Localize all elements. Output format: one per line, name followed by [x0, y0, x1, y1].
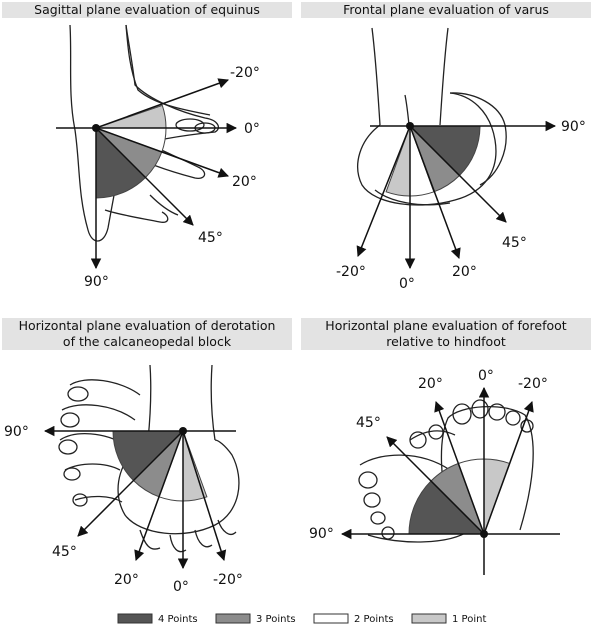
legend-swatch-3-points: [215, 613, 251, 624]
legend: 4 Points 3 Points 2 Points 1 Point: [117, 613, 486, 625]
arrow-minus-20-frontal: [356, 125, 411, 257]
arrow-20: [95, 127, 229, 178]
legend-label-4-points: 4 Points: [158, 614, 198, 625]
label-0-frontal: 0°: [399, 276, 415, 292]
label-0-derotation: 0°: [173, 579, 189, 595]
arrow-minus-20: [95, 78, 229, 129]
label-45-frontal: 45°: [502, 235, 527, 251]
pivot-point: [92, 124, 100, 132]
label-90: 90°: [84, 274, 109, 290]
legend-swatch-4-points: [117, 613, 153, 624]
panel-title-frontal: Frontal plane evaluation of varus: [301, 2, 591, 18]
panel-forefoot: 20° 0° -20° 45° 90°: [309, 368, 560, 575]
legend-label-3-points: 3 Points: [256, 614, 296, 625]
foot-illustration-derotation: [58, 364, 240, 553]
arrow-45-forefoot: [386, 436, 485, 535]
pivot-point-forefoot: [480, 530, 488, 538]
arrow-20-frontal: [409, 125, 461, 259]
label-90-forefoot: 90°: [309, 526, 334, 542]
arrow-45: [95, 127, 194, 226]
panel-frontal: 90° 45° 20° 0° -20°: [336, 27, 586, 292]
foot-illustration-forefoot: [358, 399, 534, 543]
label-minus-20-frontal: -20°: [336, 264, 366, 280]
label-45-derotation: 45°: [52, 544, 77, 560]
panel-sagittal: -20° 0° 20° 45° 90°: [56, 24, 260, 290]
panel-title-derotation-line1: Horizontal plane evaluation of derotatio…: [18, 318, 276, 333]
legend-swatch-1-point: [411, 613, 447, 624]
label-90-derotation: 90°: [4, 424, 29, 440]
sector-4-points-forefoot: [408, 480, 486, 535]
panel-title-forefoot-line2: relative to hindfoot: [386, 334, 506, 349]
panel-title-sagittal-text: Sagittal plane evaluation of equinus: [34, 2, 260, 17]
label-0: 0°: [244, 121, 260, 137]
label-0-forefoot: 0°: [478, 368, 494, 384]
panel-title-frontal-text: Frontal plane evaluation of varus: [343, 2, 549, 17]
label-45-forefoot: 45°: [356, 415, 381, 431]
label-45: 45°: [198, 230, 223, 246]
label-90-frontal: 90°: [561, 119, 586, 135]
arrow-20-forefoot: [434, 401, 485, 535]
label-20-frontal: 20°: [452, 264, 477, 280]
arrow-45-frontal: [409, 125, 507, 223]
arrow-minus-20-forefoot: [483, 401, 534, 535]
panel-title-derotation-line2: of the calcaneopedal block: [62, 334, 232, 349]
pivot-point-derotation: [179, 427, 187, 435]
label-20: 20°: [232, 174, 257, 190]
label-20-forefoot: 20°: [418, 376, 443, 392]
panel-title-forefoot-line1: Horizontal plane evaluation of forefoot: [325, 318, 567, 333]
arrow-20-derotation: [134, 430, 184, 561]
arrow-minus-20-derotation: [182, 430, 227, 562]
panel-derotation: 90° 45° 20° 0° -20°: [4, 364, 243, 595]
legend-label-2-points: 2 Points: [354, 614, 394, 625]
label-minus-20-derotation: -20°: [213, 572, 243, 588]
panel-title-derotation: Horizontal plane evaluation of derotatio…: [2, 318, 292, 350]
label-minus-20: -20°: [230, 65, 260, 81]
legend-label-1-point: 1 Point: [452, 614, 486, 625]
pivot-point-frontal: [406, 122, 414, 130]
legend-swatch-2-points: [313, 613, 349, 624]
panel-title-sagittal: Sagittal plane evaluation of equinus: [2, 2, 292, 18]
label-20-derotation: 20°: [114, 572, 139, 588]
label-minus-20-forefoot: -20°: [518, 376, 548, 392]
panel-title-forefoot: Horizontal plane evaluation of forefoot …: [301, 318, 591, 350]
arrow-45-derotation: [77, 430, 184, 537]
